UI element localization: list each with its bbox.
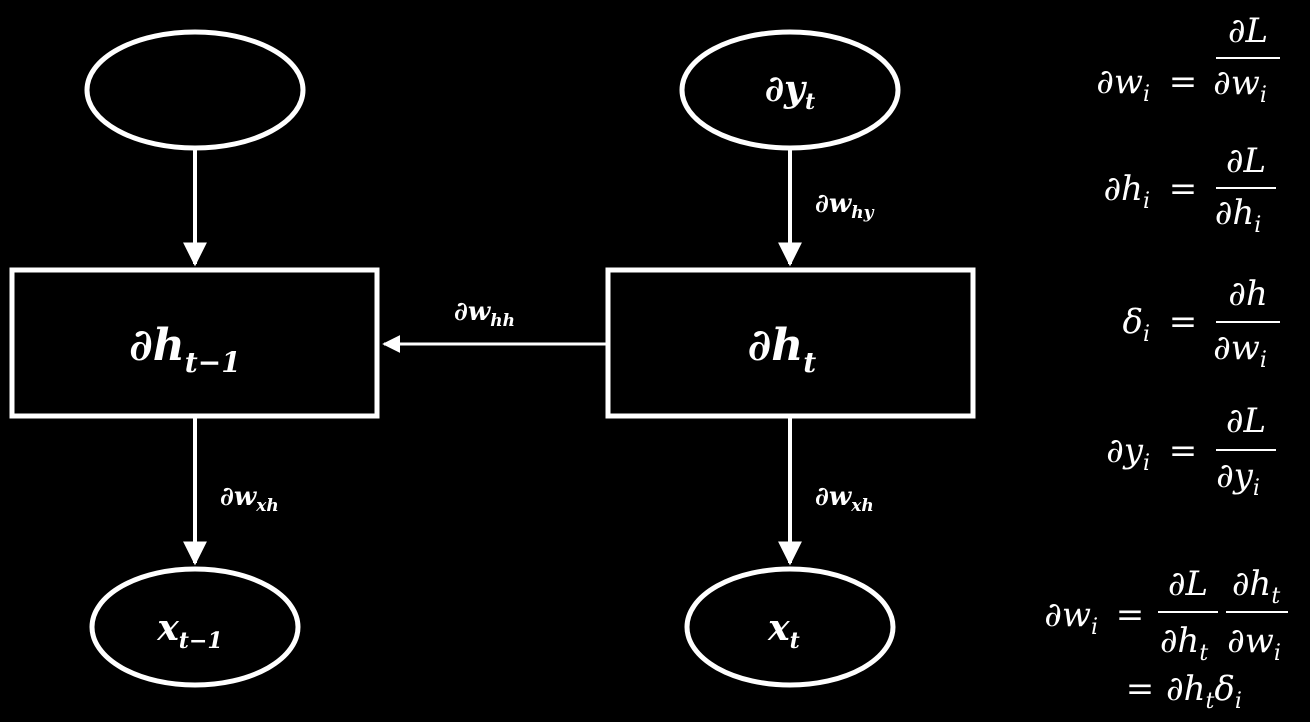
equation-chain-rule: ∂wi = ∂L ∂ht ∂ht ∂wi = ∂htδi [1044,564,1288,714]
svg-text:=: = [1126,669,1155,709]
equation-delta: δi = ∂h ∂wi [1122,274,1280,373]
svg-text:=: = [1169,431,1198,471]
svg-text:∂hi: ∂hi [1103,169,1150,214]
svg-text:∂wi: ∂wi [1044,595,1098,640]
edge-label-xh-left: ∂wxh [220,482,279,516]
bottom-left-circle-label: xt−1 [156,607,222,654]
box-left [9,267,380,419]
edge-label-hy: ∂why [815,189,875,223]
svg-text:∂hi: ∂hi [1215,193,1262,238]
edge-label-xh-right: ∂wxh [815,482,874,516]
svg-text:∂L: ∂L [1168,564,1208,604]
equation-dy: ∂yi = ∂L ∂yi [1106,401,1276,501]
top-right-circle-label: ∂yt [765,68,815,115]
bottom-right-circle [684,566,896,688]
svg-text:∂ht: ∂ht [1160,621,1208,666]
svg-text:∂yi: ∂yi [1216,456,1260,501]
svg-text:=: = [1116,595,1145,635]
svg-text:∂L: ∂L [1226,401,1266,441]
equation-dh: ∂hi = ∂L ∂hi [1103,141,1276,238]
svg-text:∂wi: ∂wi [1227,621,1281,666]
bottom-left-circle [89,566,301,688]
svg-text:∂ht: ∂ht [1232,564,1280,609]
svg-text:∂L: ∂L [1228,11,1268,51]
svg-text:∂htδi: ∂htδi [1166,669,1242,714]
box-right [605,267,976,419]
svg-text:=: = [1169,169,1198,209]
svg-text:∂wi: ∂wi [1213,63,1267,108]
svg-text:∂wi: ∂wi [1213,328,1267,373]
svg-text:∂L: ∂L [1226,141,1266,181]
top-right-circle [679,29,901,151]
edge-label-hh: ∂whh [454,297,515,331]
top-left-circle [84,29,306,151]
svg-text:=: = [1169,302,1198,342]
svg-text:=: = [1169,62,1198,102]
svg-text:∂wi: ∂wi [1096,62,1150,107]
svg-text:∂yi: ∂yi [1106,431,1150,476]
svg-text:δi: δi [1122,302,1150,347]
svg-text:∂h: ∂h [1228,274,1267,314]
box-right-label: ∂ht [748,320,817,379]
equation-dw: ∂wi = ∂L ∂wi [1096,11,1280,108]
bottom-right-circle-label: xt [767,607,800,654]
box-left-label: ∂ht−1 [129,320,240,379]
